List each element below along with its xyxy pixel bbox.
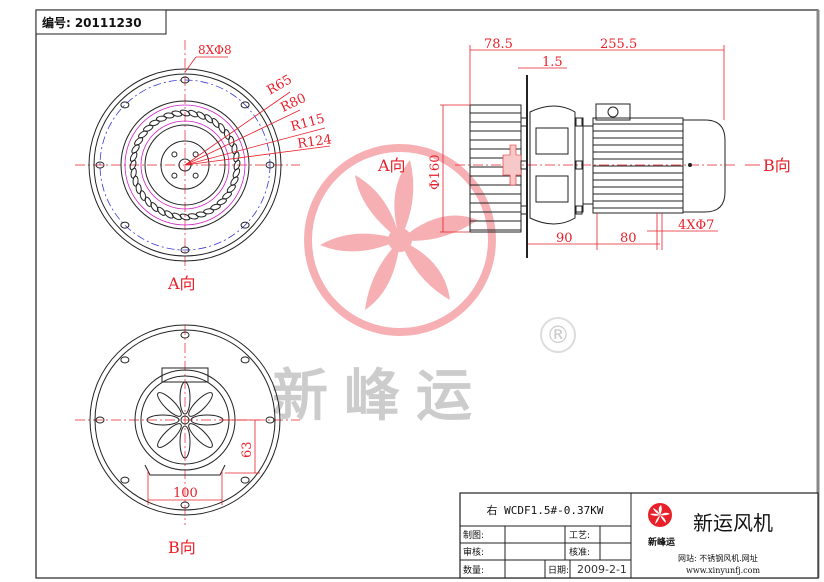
flange-bolt — [520, 205, 528, 215]
view-label-b: B向 — [168, 538, 196, 557]
mount-hole — [95, 161, 105, 169]
mount-hole — [120, 101, 130, 109]
impeller-blade — [135, 183, 142, 195]
impeller-blade — [144, 196, 152, 207]
grille-petal — [179, 425, 191, 459]
mount-hole — [120, 356, 130, 364]
grille-petal — [188, 423, 213, 448]
brand-name: 新运风机 — [693, 511, 773, 535]
mount-hole — [120, 221, 130, 229]
back-view — [75, 324, 300, 525]
hub-bolt — [192, 151, 199, 158]
dim-holes-4x7: 4XΦ7 — [678, 218, 714, 233]
radius-r80: R80 — [278, 91, 308, 116]
brand-small: 新峰运 — [648, 536, 676, 548]
website-label: 网站: 不锈钢风机.网址 — [678, 553, 758, 563]
radius-r65: R65 — [265, 72, 295, 98]
grille-petal — [157, 392, 182, 417]
grille-petal — [188, 392, 213, 417]
mount-hole — [120, 476, 130, 484]
height-dim-63: 63 — [240, 441, 255, 458]
impeller-blade — [139, 190, 147, 201]
impeller-blade — [223, 129, 231, 140]
hub-bolt — [171, 151, 178, 158]
dim-1-5: 1.5 — [542, 55, 563, 70]
mount-hole — [240, 101, 250, 109]
grille-petal — [179, 381, 191, 415]
view-label-a: A向 — [167, 274, 196, 293]
grille-petal — [157, 423, 182, 448]
dim-255-5: 255.5 — [600, 37, 637, 52]
impeller-blade — [216, 198, 227, 206]
width-dim-100: 100 — [173, 486, 198, 501]
label-checked: 审核: — [463, 546, 484, 558]
dim-90: 90 — [556, 231, 573, 246]
title-block — [459, 492, 819, 579]
flange-bolt — [575, 205, 583, 215]
mount-hole — [95, 416, 105, 424]
mount-hole — [240, 221, 250, 229]
impeller-blade — [218, 123, 226, 134]
watermark-text: 新峰运 — [272, 364, 488, 429]
label-date: 日期: — [548, 565, 569, 576]
side-view — [440, 45, 760, 258]
flange-bolt — [575, 160, 583, 170]
impeller-blade — [203, 208, 215, 215]
impeller-blade — [143, 124, 154, 132]
registered-mark: ® — [546, 321, 570, 349]
impeller-blade — [233, 151, 240, 163]
holes-label: 8XΦ8 — [198, 43, 232, 57]
drawing-number-box — [35, 9, 167, 35]
hub-bolt — [192, 172, 199, 179]
dim-diameter-160: Φ160 — [428, 155, 443, 190]
registered-mark-ring — [540, 317, 576, 353]
flange-bolt — [520, 117, 528, 127]
brand-logo-icon — [648, 503, 672, 527]
mount-hole — [180, 246, 190, 254]
dim-80: 80 — [620, 231, 637, 246]
hub-bolt — [171, 172, 178, 179]
label-process: 工艺: — [569, 530, 590, 541]
front-view — [75, 40, 331, 270]
radius-r124: R124 — [296, 132, 332, 152]
impeller-blade — [210, 203, 221, 211]
drawing-title: 右 WCDF1.5#-0.37KW — [487, 503, 604, 517]
mount-hole — [240, 356, 250, 364]
date-value: 2009-2-1 — [577, 563, 627, 576]
mount-hole — [265, 161, 275, 169]
mount-hole — [180, 501, 190, 509]
mount-hole — [180, 76, 190, 84]
website-url: www.xinyunfj.com — [686, 566, 760, 575]
watermark-logo — [304, 144, 496, 336]
label-drawn: 制图: — [463, 529, 484, 541]
mount-hole — [240, 476, 250, 484]
impeller-blade — [155, 115, 167, 122]
flange-bolt — [520, 160, 528, 170]
mount-hole — [180, 331, 190, 339]
label-quantity: 数量: — [463, 564, 484, 576]
impeller-blade — [149, 119, 160, 127]
dim-78-5: 78.5 — [484, 37, 513, 52]
flange-bolt — [575, 117, 583, 127]
drawing-number: 编号:20111230 — [41, 15, 142, 30]
radius-r115: R115 — [289, 111, 326, 134]
side-label-a: A向 — [377, 156, 406, 175]
mount-hole — [265, 416, 275, 424]
label-approved: 核准: — [569, 546, 590, 558]
side-label-b: B向 — [763, 156, 791, 175]
grille-petal — [146, 414, 180, 426]
